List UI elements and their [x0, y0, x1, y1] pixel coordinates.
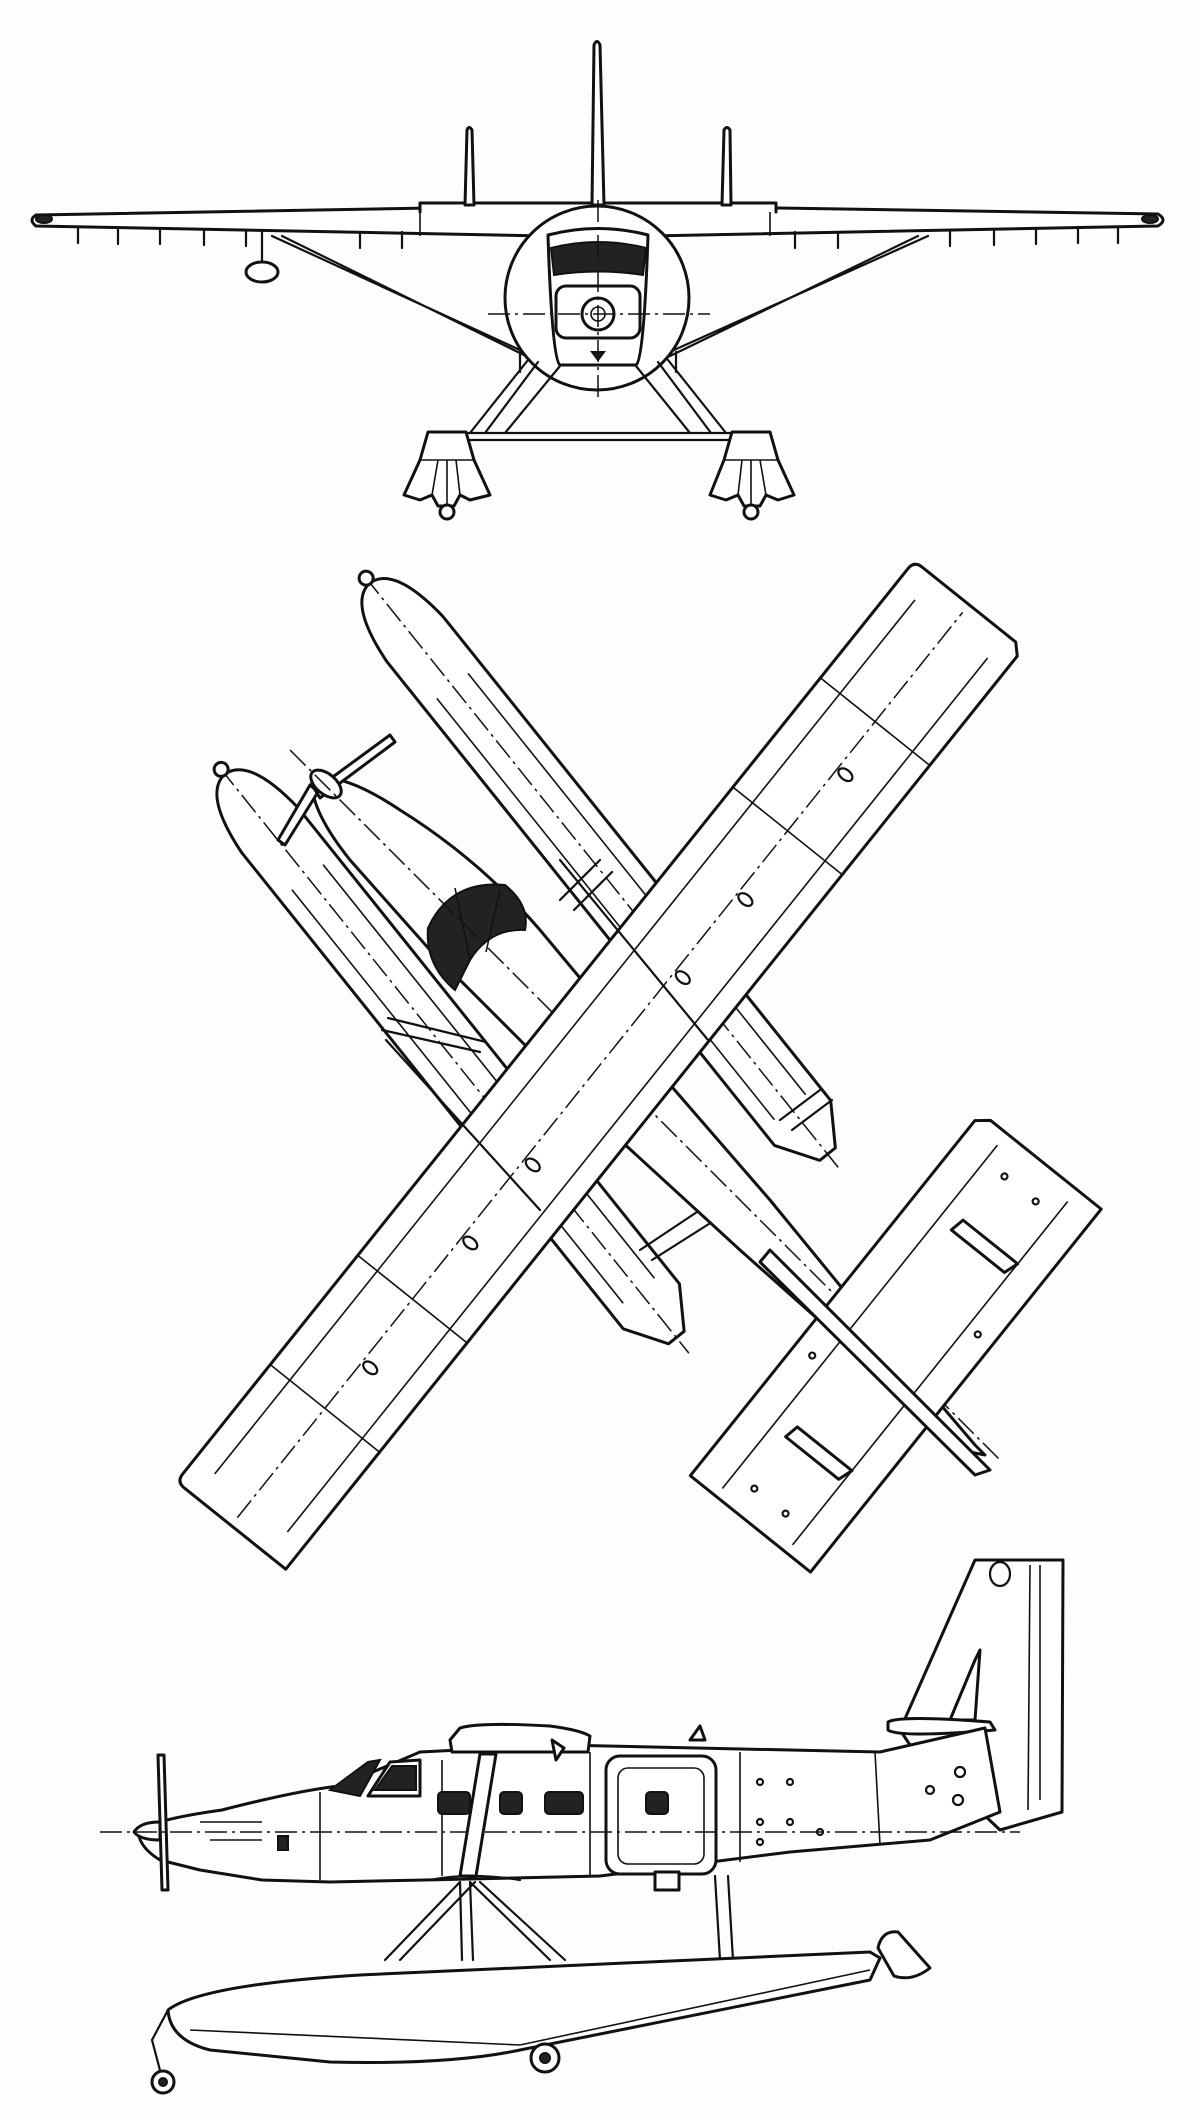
- side-exhaust: [277, 1835, 289, 1851]
- right-tail-fin: [720, 126, 733, 207]
- left-tail-fin: [463, 126, 476, 207]
- left-nav-light: [35, 214, 53, 224]
- side-fuselage-details: [755, 1765, 967, 1847]
- wing-struts: [270, 234, 930, 358]
- front-view: [30, 40, 1165, 521]
- cabin-window-1: [437, 1791, 471, 1815]
- plan-horizontal-tail: [688, 1118, 1103, 1574]
- plan-spinner: [309, 768, 343, 800]
- cabin-window-3: [544, 1791, 584, 1815]
- plan-wing: [178, 562, 1019, 1571]
- door-window: [645, 1791, 669, 1815]
- wing-fences: [76, 225, 1120, 250]
- side-float-struts: [383, 1874, 735, 1962]
- float-struts: [464, 358, 732, 442]
- cabin-window-2: [499, 1791, 523, 1815]
- float-rudder: [876, 1930, 932, 1980]
- side-windshield: [327, 1758, 382, 1798]
- plan-view: [178, 562, 1103, 1574]
- right-float: [708, 430, 796, 508]
- side-view: [100, 1558, 1065, 2095]
- side-propeller: [156, 1753, 170, 1892]
- side-wing-root: [448, 1722, 592, 1754]
- plan-fin-dorsal: [758, 1248, 992, 1477]
- side-step: [653, 1870, 681, 1892]
- float-spreader-bars: [380, 858, 834, 1262]
- side-float: [166, 1950, 882, 2064]
- pitot-pod: [244, 260, 280, 284]
- front-vertical-tail: [590, 40, 606, 207]
- front-windshield: [549, 241, 648, 277]
- right-nav-light: [1141, 214, 1159, 224]
- side-horizontal-tail: [886, 1717, 997, 1736]
- side-spinner: [132, 1820, 162, 1842]
